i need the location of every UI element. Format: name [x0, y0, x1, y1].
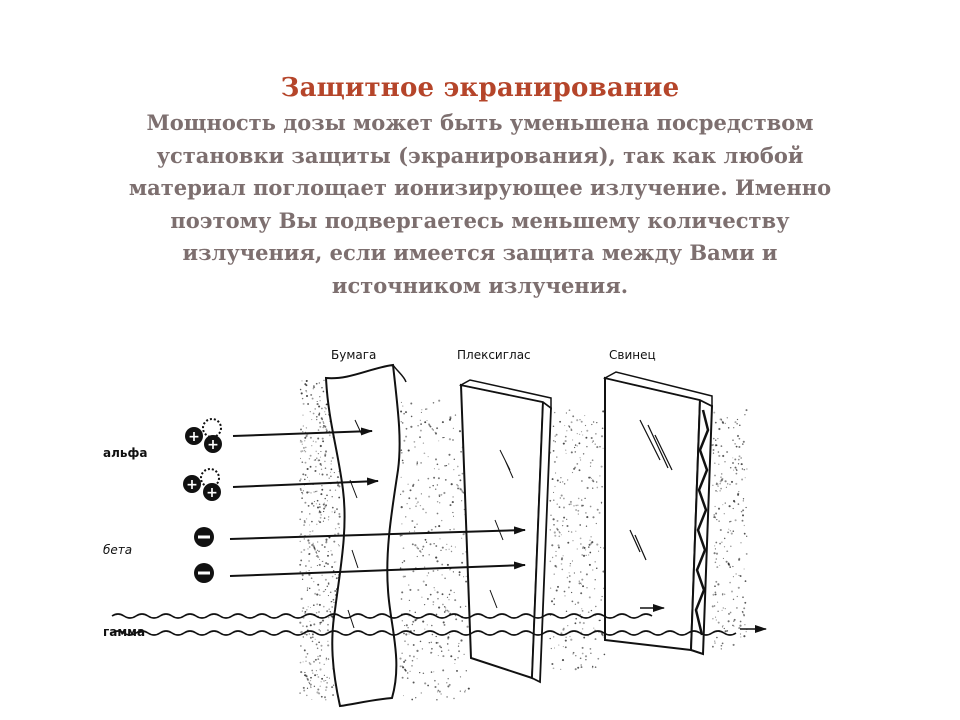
- svg-text:+: +: [206, 485, 218, 501]
- body-line-2: установки защиты (экранирования), так ка…: [156, 142, 804, 168]
- lead-barrier: [602, 371, 714, 656]
- gamma-ray-wave: [111, 613, 653, 619]
- alpha-ray-arrow: [232, 427, 373, 437]
- beta-ray-arrow: [229, 561, 526, 577]
- alpha-particle-icon: + +: [185, 418, 222, 453]
- gamma-label: гамма: [103, 625, 145, 639]
- body-line-3: материал поглощает ионизирующее излучени…: [128, 175, 832, 200]
- beta-label: бета: [103, 543, 132, 557]
- svg-text:+: +: [188, 429, 200, 445]
- alpha-particle-icon: + +: [183, 468, 221, 501]
- paper-label: Бумага: [331, 348, 376, 362]
- beta-particle-icon: [194, 563, 214, 583]
- alpha-ray-arrow: [232, 477, 379, 488]
- body-line-5: излучения, если имеется защита между Вам…: [182, 240, 778, 265]
- slide-title: Защитное экранирование: [280, 73, 680, 103]
- svg-text:+: +: [207, 437, 219, 453]
- shielding-diagram: Бумага Плексиглас Свинец альфа бета гамм…: [0, 320, 960, 720]
- body-line-4: поэтому Вы подвергаетесь меньшему количе…: [170, 207, 790, 233]
- lead-label: Свинец: [609, 348, 656, 362]
- stipple-texture: [299, 379, 748, 701]
- beta-ray-arrow: [229, 526, 526, 540]
- plexiglass-label: Плексиглас: [457, 348, 531, 362]
- alpha-label: альфа: [103, 446, 147, 460]
- body-line-1: Мощность дозы может быть уменьшена посре…: [146, 110, 814, 135]
- slide-body-text: Мощность дозы может быть уменьшена посре…: [40, 107, 920, 302]
- body-line-6: источником излучения.: [331, 272, 629, 298]
- beta-particle-icon: [194, 527, 214, 547]
- gamma-ray-wave: [111, 630, 737, 636]
- svg-text:+: +: [186, 477, 198, 493]
